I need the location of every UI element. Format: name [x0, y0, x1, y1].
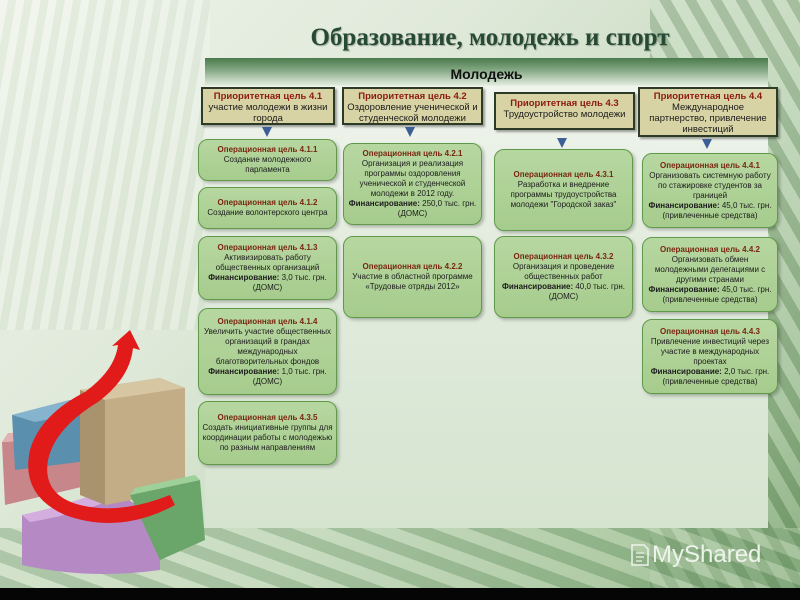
operational-goal-text: Привлечение инвестиций через участие в м…	[650, 336, 770, 366]
operational-goal-text: Создание волонтерского центра	[207, 208, 328, 217]
bottom-black-bar	[0, 588, 800, 600]
financing-info: Финансирование: 2,0 тыс. грн. (привлечен…	[646, 367, 774, 387]
financing-info: Финансирование: 3,0 тыс. грн. (ДОМС)	[202, 273, 333, 293]
financing-label: Финансирование:	[648, 200, 720, 210]
operational-goal-4-3-1: Операционная цель 4.3.1 Разработка и вне…	[494, 149, 633, 231]
arrow-down-icon	[702, 139, 712, 149]
financing-label: Финансирование:	[648, 284, 720, 294]
operational-goal-text: Активизировать работу общественных орган…	[215, 253, 320, 272]
financing-info: Финансирование: 45,0 тыс. грн. (привлече…	[646, 201, 774, 221]
operational-goal-text: Организовать обмен молодежными делегация…	[654, 254, 766, 284]
priority-goal-title: Приоритетная цель 4.4	[653, 91, 763, 102]
operational-goal-text: Организовать системную работу по стажиро…	[649, 170, 771, 200]
financing-value: 3,0 тыс. грн. (ДОМС)	[252, 273, 327, 292]
financing-label: Финансирование:	[208, 366, 280, 376]
priority-goal-4-2: Приоритетная цель 4.2 Оздоровление учени…	[342, 87, 483, 125]
operational-goal-text: Разработка и внедрение программы трудоус…	[510, 180, 617, 209]
priority-goal-4-1: Приоритетная цель 4.1 участие молодежи в…	[201, 87, 335, 125]
operational-goal-title: Операционная цель 4.1.4	[217, 316, 318, 326]
operational-goal-4-4-1: Операционная цель 4.4.1 Организовать сис…	[642, 153, 778, 228]
operational-goal-text: Создать инициативные группы для координа…	[202, 423, 333, 452]
myshared-logo-icon	[631, 544, 649, 566]
financing-value: 1,0 тыс. грн. (ДОМС)	[252, 366, 327, 386]
operational-goal-title: Операционная цель 4.1.1	[217, 145, 318, 154]
operational-goal-title: Операционная цель 4.4.3	[660, 326, 760, 336]
operational-goal-4-1-3: Операционная цель 4.1.3 Активизировать р…	[198, 236, 337, 300]
priority-goal-text: участие молодежи в жизни города	[208, 102, 328, 124]
operational-goal-text: Организация и проведение общественных ра…	[512, 262, 615, 281]
financing-value: 250,0 тыс. грн.(ДОМС)	[397, 199, 477, 218]
operational-goal-4-2-1: Операционная цель 4.2.1 Организация и ре…	[343, 143, 482, 225]
financing-info: Финансирование: 250,0 тыс. грн.(ДОМС)	[347, 199, 478, 219]
financing-value: 40,0 тыс. грн.(ДОМС)	[548, 282, 625, 301]
priority-goal-title: Приоритетная цель 4.2	[358, 91, 467, 102]
financing-info: Финансирование: 45,0 тыс. грн. (привлече…	[646, 285, 774, 305]
financing-label: Финансирование:	[501, 282, 574, 291]
operational-goal-4-4-2: Операционная цель 4.4.2 Организовать обм…	[642, 237, 778, 312]
financing-label: Финансирование:	[650, 366, 722, 376]
arrow-down-icon	[262, 127, 272, 137]
operational-goal-title: Операционная цель 4.1.3	[217, 243, 318, 252]
operational-goal-4-1-2: Операционная цель 4.1.2 Создание волонте…	[198, 187, 337, 229]
priority-goal-title: Приоритетная цель 4.1	[213, 91, 323, 102]
operational-goal-4-1-1: Операционная цель 4.1.1 Создание молодеж…	[198, 139, 337, 181]
priority-goal-title: Приоритетная цель 4.3	[510, 98, 619, 109]
financing-value: 2,0 тыс. грн. (привлеченные средства)	[662, 366, 770, 386]
operational-goal-text: Увеличить участие общественных организац…	[203, 326, 332, 366]
operational-goal-4-1-4: Операционная цель 4.1.4 Увеличить участи…	[198, 308, 337, 395]
section-header-bar	[205, 58, 768, 86]
operational-goal-title: Операционная цель 4.2.2	[362, 262, 463, 271]
financing-info: Финансирование: 1,0 тыс. грн. (ДОМС)	[202, 367, 333, 387]
background-building-pattern	[0, 0, 210, 330]
priority-goal-text: Международное партнерство, привлечение и…	[649, 102, 767, 135]
priority-goal-text: Трудоустройство молодежи	[503, 109, 626, 120]
priority-goal-4-3: Приоритетная цель 4.3 Трудоустройство мо…	[494, 92, 635, 130]
operational-goal-title: Операционная цель 4.1.2	[217, 198, 318, 207]
arrow-down-icon	[557, 138, 567, 148]
page-title: Образование, молодежь и спорт	[310, 24, 670, 51]
priority-goal-text: Оздоровление ученической и студенческой …	[347, 102, 478, 124]
priority-goal-4-4: Приоритетная цель 4.4 Международное парт…	[638, 87, 778, 137]
financing-label: Финансирование:	[208, 273, 280, 282]
operational-goal-title: Операционная цель 4.2.1	[362, 149, 463, 158]
financing-label: Финансирование:	[348, 199, 420, 208]
financing-info: Финансирование: 40,0 тыс. грн.(ДОМС)	[498, 282, 629, 302]
operational-goal-4-4-3: Операционная цель 4.4.3 Привлечение инве…	[642, 319, 778, 394]
financing-value: 45,0 тыс. грн. (привлеченные средства)	[662, 200, 772, 220]
operational-goal-text: Создание молодежного парламента	[223, 155, 312, 174]
operational-goal-text: Организация и реализация программы оздор…	[359, 159, 466, 198]
watermark-text: MyShared	[652, 541, 762, 568]
operational-goal-title: Операционная цель 4.3.5	[217, 413, 318, 422]
financing-value: 45,0 тыс. грн. (привлеченные средства)	[662, 284, 772, 304]
operational-goal-title: Операционная цель 4.4.1	[660, 160, 760, 170]
operational-goal-title: Операционная цель 4.3.2	[513, 252, 614, 261]
operational-goal-title: Операционная цель 4.4.2	[660, 244, 760, 254]
section-title: Молодежь	[450, 66, 523, 82]
operational-goal-4-3-2: Операционная цель 4.3.2 Организация и пр…	[494, 236, 633, 318]
operational-goal-title: Операционная цель 4.3.1	[513, 170, 614, 179]
operational-goal-4-3-5: Операционная цель 4.3.5 Создать инициати…	[198, 401, 337, 465]
operational-goal-text: Участие в областной программе «Трудовые …	[352, 272, 473, 291]
operational-goal-4-2-2: Операционная цель 4.2.2 Участие в област…	[343, 236, 482, 318]
growth-chart-illustration	[2, 330, 205, 574]
arrow-down-icon	[405, 127, 415, 137]
